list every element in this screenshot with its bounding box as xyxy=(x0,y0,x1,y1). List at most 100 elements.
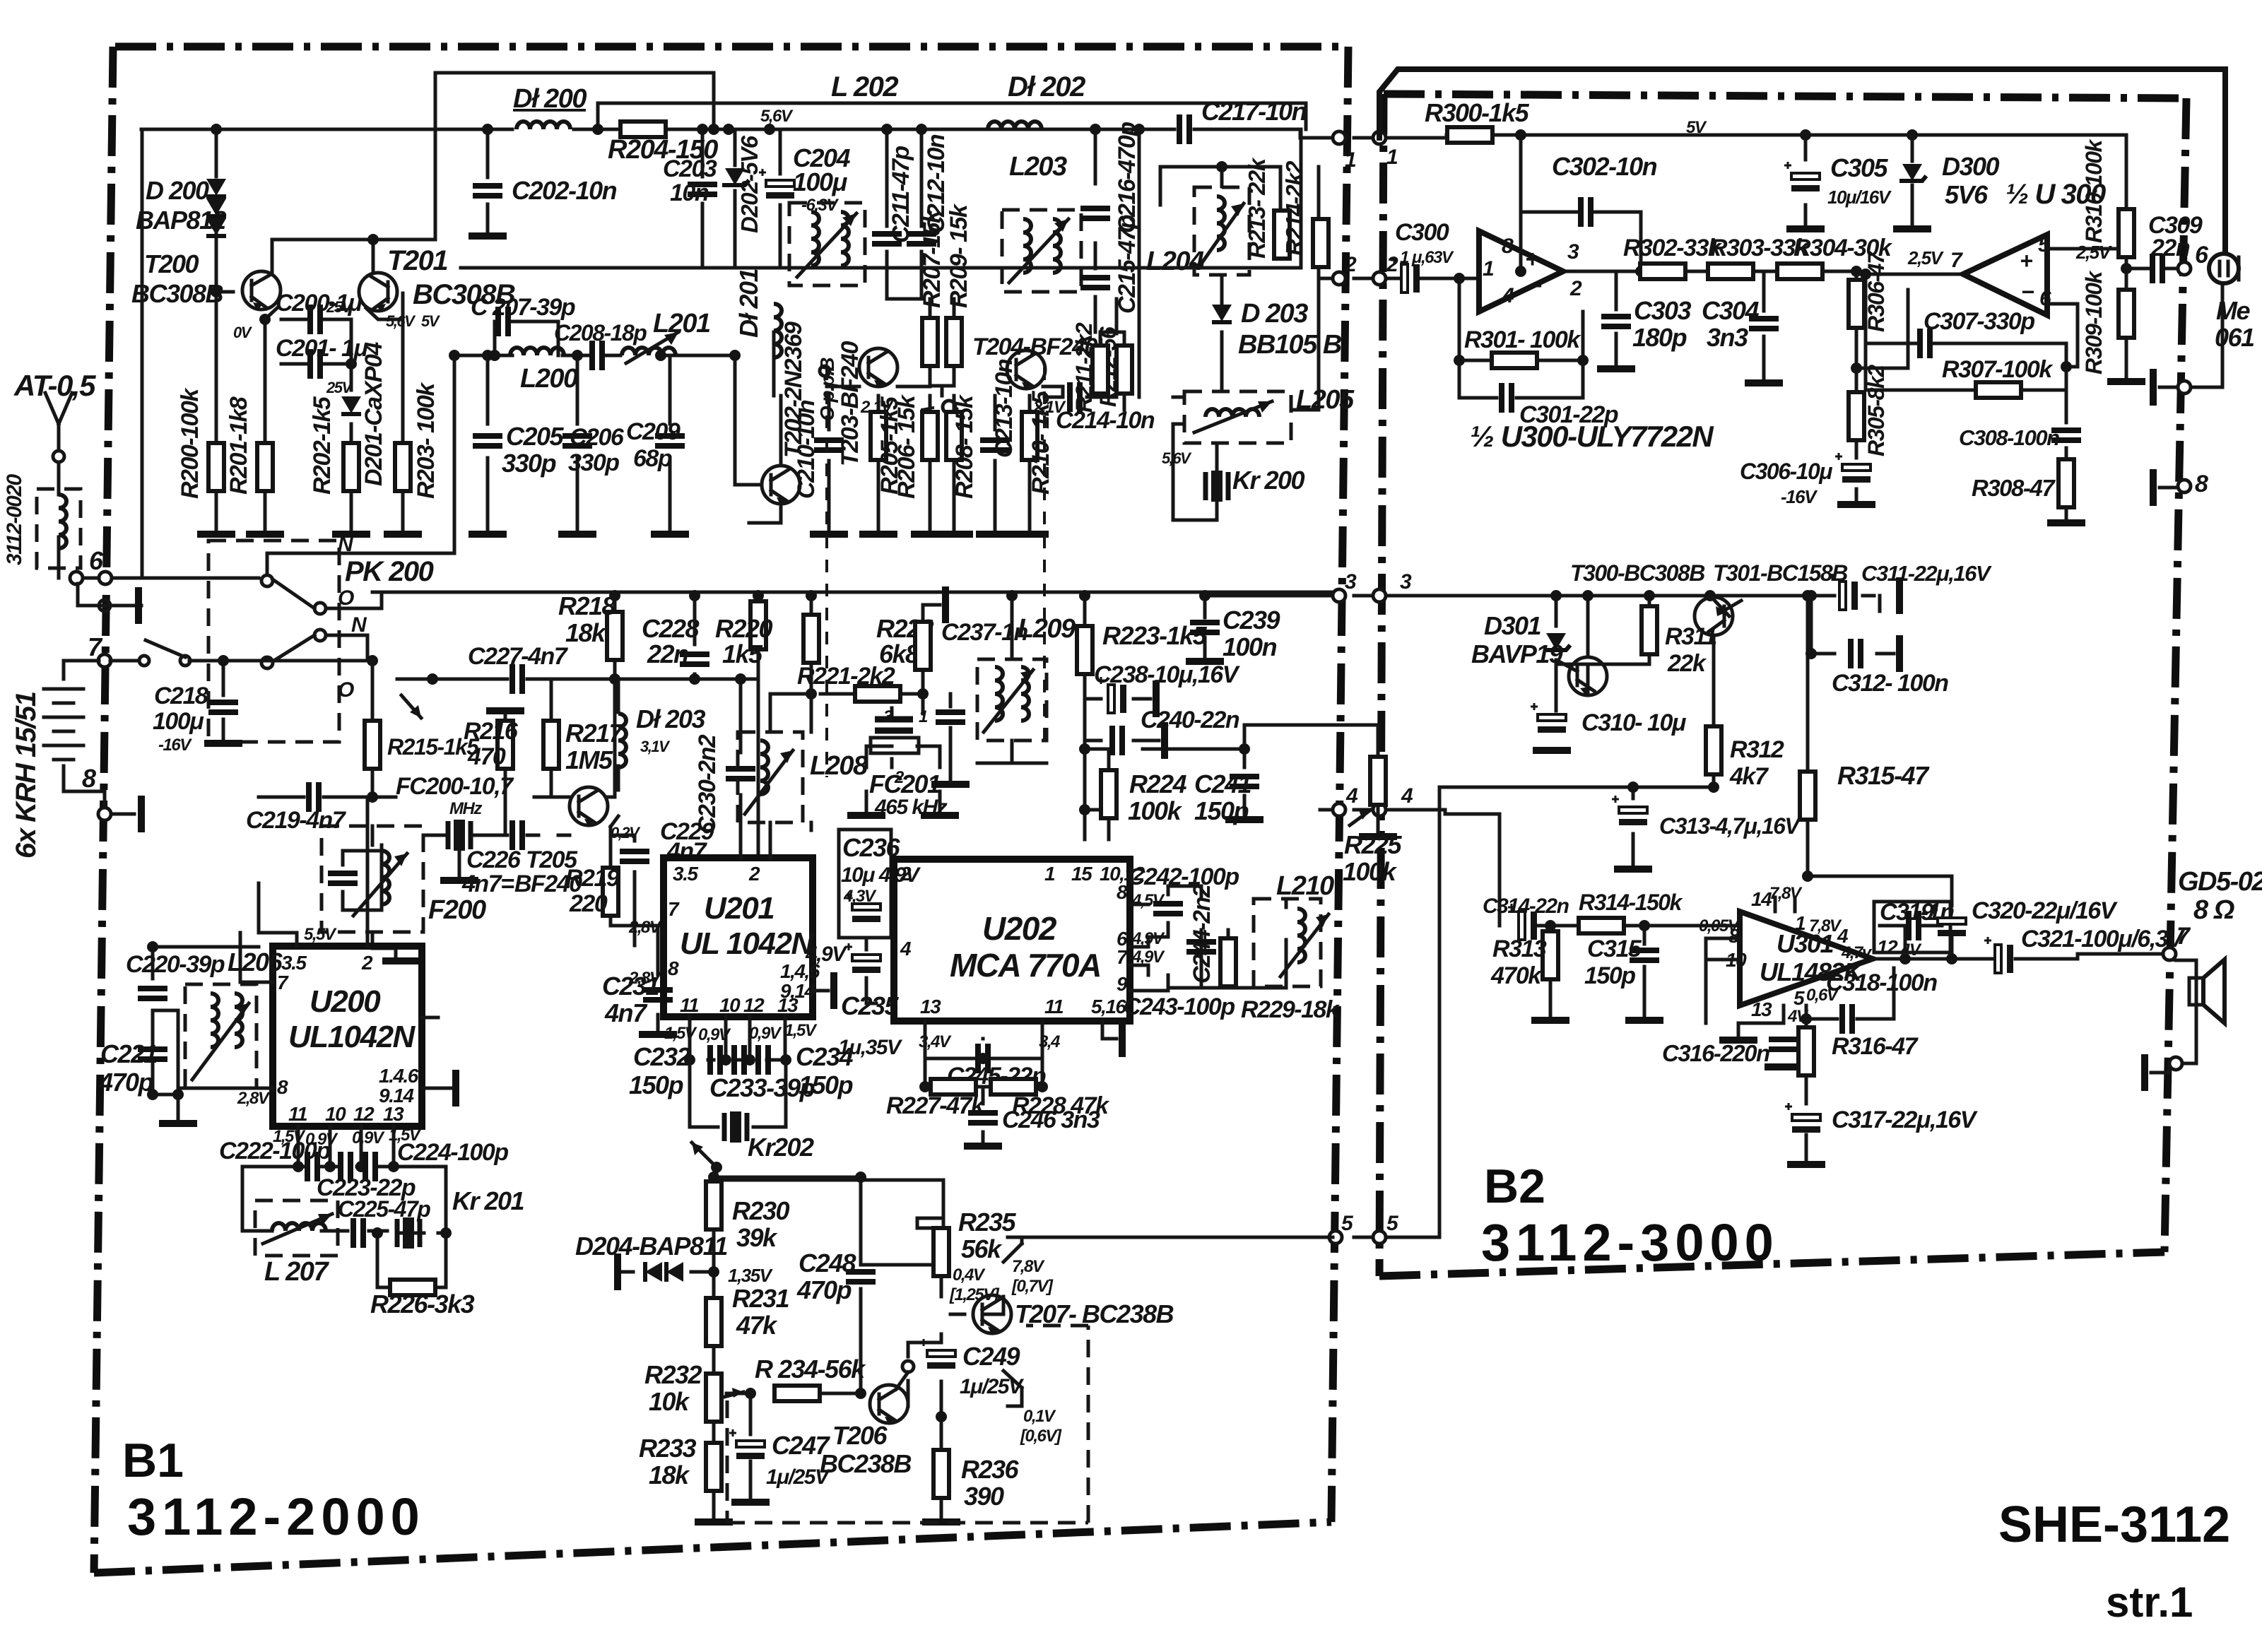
svg-text:R229-18k: R229-18k xyxy=(1241,996,1341,1023)
svg-text:Kr202: Kr202 xyxy=(748,1133,814,1162)
svg-text:R205-1k5: R205-1k5 xyxy=(876,396,903,495)
svg-text:1μ,35V: 1μ,35V xyxy=(838,1036,903,1059)
svg-text:C240-22n: C240-22n xyxy=(1141,707,1239,733)
svg-text:C246 3n3: C246 3n3 xyxy=(1002,1107,1100,1133)
svg-text:R200-100k: R200-100k xyxy=(177,387,204,499)
svg-text:C239: C239 xyxy=(1223,606,1280,635)
svg-text:8: 8 xyxy=(1728,925,1740,947)
svg-text:C203: C203 xyxy=(663,155,717,182)
svg-text:C304: C304 xyxy=(1702,296,1760,325)
svg-text:4: 4 xyxy=(1401,784,1413,808)
svg-text:C210-10n: C210-10n xyxy=(793,400,820,499)
svg-text:100k: 100k xyxy=(1343,857,1398,886)
svg-text:BC308B: BC308B xyxy=(131,279,223,308)
svg-text:C234: C234 xyxy=(796,1042,854,1071)
svg-text:R217: R217 xyxy=(565,719,625,748)
svg-text:3.5: 3.5 xyxy=(673,863,698,885)
svg-text:str.1: str.1 xyxy=(2106,1579,2193,1626)
svg-text:1: 1 xyxy=(1345,148,1356,172)
svg-text:R228 47k: R228 47k xyxy=(1012,1092,1110,1119)
svg-text:C201- 1μ: C201- 1μ xyxy=(276,335,368,362)
svg-text:T203-BF240: T203-BF240 xyxy=(837,341,864,466)
svg-text:1M5: 1M5 xyxy=(565,745,613,774)
svg-text:C321-100μ/6,3V: C321-100μ/6,3V xyxy=(2021,926,2186,952)
svg-text:O: O xyxy=(338,678,354,702)
svg-text:N: N xyxy=(351,613,367,637)
svg-text:C241: C241 xyxy=(1194,769,1251,798)
svg-text:T202-2N2369: T202-2N2369 xyxy=(780,321,807,458)
svg-text:3: 3 xyxy=(1567,240,1579,264)
svg-text:2: 2 xyxy=(361,952,373,974)
svg-text:0,9V: 0,9V xyxy=(698,1025,731,1044)
svg-text:R309-100k: R309-100k xyxy=(2081,269,2107,374)
svg-text:4k7: 4k7 xyxy=(1729,763,1769,790)
svg-text:+: + xyxy=(2020,248,2032,273)
svg-text:7: 7 xyxy=(2176,923,2191,950)
svg-text:150p: 150p xyxy=(799,1070,853,1099)
svg-text:Dł 202: Dł 202 xyxy=(1008,71,1085,102)
svg-text:Dł 200: Dł 200 xyxy=(513,84,587,114)
svg-text:R313: R313 xyxy=(1492,936,1547,962)
svg-text:C222-100p: C222-100p xyxy=(219,1138,330,1164)
svg-text:C214-10n: C214-10n xyxy=(1056,407,1155,434)
svg-text:1,5V: 1,5V xyxy=(273,1127,306,1146)
svg-text:11: 11 xyxy=(1044,996,1064,1017)
svg-text:BB105 B: BB105 B xyxy=(1238,330,1342,360)
svg-text:BC308B: BC308B xyxy=(413,279,515,310)
svg-text:T204-BF240: T204-BF240 xyxy=(972,334,1097,360)
svg-text:13: 13 xyxy=(1751,998,1772,1020)
svg-text:5: 5 xyxy=(1341,1212,1354,1235)
svg-text:MCA 770A: MCA 770A xyxy=(950,947,1101,984)
svg-text:0V: 0V xyxy=(233,324,253,341)
svg-text:3: 3 xyxy=(1345,570,1357,594)
svg-text:390: 390 xyxy=(964,1482,1004,1511)
svg-text:C310- 10μ: C310- 10μ xyxy=(1581,709,1687,736)
svg-text:C249: C249 xyxy=(962,1342,1020,1371)
svg-text:7: 7 xyxy=(1950,249,1963,272)
svg-text:7: 7 xyxy=(277,972,289,993)
svg-text:0,9V: 0,9V xyxy=(305,1130,338,1149)
svg-text:C211-47p: C211-47p xyxy=(888,146,914,243)
svg-text:C302-10n: C302-10n xyxy=(1552,152,1657,181)
svg-text:Kr 201: Kr 201 xyxy=(452,1186,524,1215)
svg-text:R215-1k5: R215-1k5 xyxy=(387,734,480,760)
svg-text:-6,3V: -6,3V xyxy=(801,196,839,215)
svg-text:C306-10μ: C306-10μ xyxy=(1740,459,1832,484)
svg-text:C247: C247 xyxy=(772,1431,831,1460)
svg-text:100k: 100k xyxy=(1128,796,1183,825)
svg-text:½ U 300: ½ U 300 xyxy=(2005,179,2106,210)
svg-text:C300: C300 xyxy=(1395,219,1449,246)
svg-text:Me: Me xyxy=(2216,296,2250,325)
svg-text:U301: U301 xyxy=(1777,929,1834,958)
svg-text:T200: T200 xyxy=(144,249,199,278)
svg-text:R223-1k5: R223-1k5 xyxy=(1102,621,1208,650)
svg-text:0,9V: 0,9V xyxy=(749,1024,782,1043)
svg-text:1 μ,63V: 1 μ,63V xyxy=(1400,248,1454,267)
svg-text:47k: 47k xyxy=(736,1311,778,1340)
svg-text:3112-2000: 3112-2000 xyxy=(127,1487,425,1546)
svg-text:R 234-56k: R 234-56k xyxy=(755,1355,866,1383)
svg-text:56k: 56k xyxy=(961,1234,1003,1263)
svg-text:R236: R236 xyxy=(961,1455,1020,1484)
svg-text:150p: 150p xyxy=(629,1070,683,1099)
svg-text:C311-22μ,16V: C311-22μ,16V xyxy=(1861,561,1992,586)
svg-text:5V6: 5V6 xyxy=(1945,180,1989,209)
svg-text:0,4V: 0,4V xyxy=(953,1265,986,1285)
svg-text:L201: L201 xyxy=(653,309,710,338)
svg-text:8: 8 xyxy=(1502,235,1514,258)
svg-text:C314-22n: C314-22n xyxy=(1483,895,1569,918)
svg-text:470k: 470k xyxy=(1490,962,1543,989)
svg-text:4n7=: 4n7= xyxy=(461,871,514,897)
svg-text:7: 7 xyxy=(1117,946,1129,968)
svg-text:C318-100n: C318-100n xyxy=(1826,969,1937,996)
svg-text:R218: R218 xyxy=(558,591,616,620)
svg-text:4: 4 xyxy=(1345,784,1358,808)
svg-text:1: 1 xyxy=(1044,863,1055,885)
svg-text:L200: L200 xyxy=(520,364,578,394)
svg-text:R230: R230 xyxy=(732,1196,790,1225)
svg-text:FC200-10,7: FC200-10,7 xyxy=(396,773,514,800)
svg-text:6: 6 xyxy=(2039,287,2051,310)
svg-text:1: 1 xyxy=(1795,912,1806,934)
svg-text:9.14: 9.14 xyxy=(379,1085,414,1107)
svg-text:5: 5 xyxy=(2038,233,2051,256)
